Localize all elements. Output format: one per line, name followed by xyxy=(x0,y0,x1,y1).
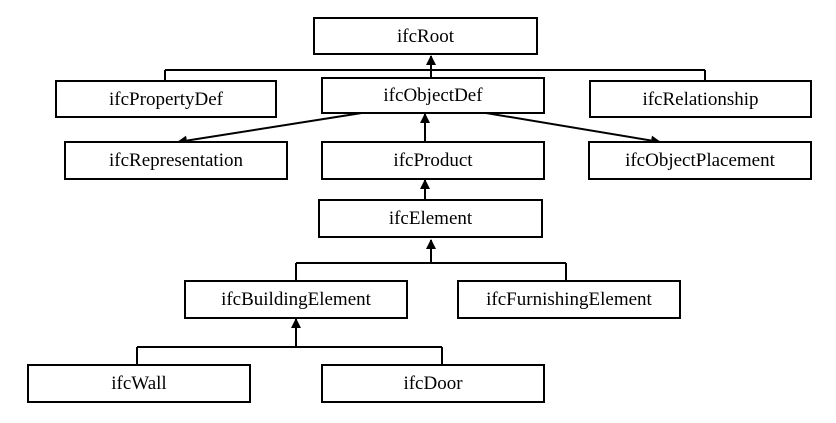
connector-building-element-children xyxy=(136,318,443,364)
node-label: ifcRepresentation xyxy=(108,150,243,171)
node-label: ifcRelationship xyxy=(642,88,759,110)
node-ifc-product: ifcProduct xyxy=(321,141,545,180)
node-ifc-representation: ifcRepresentation xyxy=(64,141,288,180)
node-label: ifcPropertyDef xyxy=(109,88,223,110)
node-label: ifcWall xyxy=(111,373,167,394)
connector-objectdef-associations xyxy=(177,111,661,146)
node-label: ifcDoor xyxy=(403,373,463,394)
node-ifc-wall: ifcWall xyxy=(27,364,251,403)
node-label: ifcProduct xyxy=(393,150,473,171)
node-label: ifcRoot xyxy=(397,25,454,47)
node-label: ifcElement xyxy=(388,208,473,229)
node-ifc-furnishing-element: ifcFurnishingElement xyxy=(457,280,681,319)
node-ifc-object-placement: ifcObjectPlacement xyxy=(588,141,812,180)
node-ifc-root: ifcRoot xyxy=(313,17,538,55)
node-ifc-building-element: ifcBuildingElement xyxy=(184,280,408,319)
connector-root-children xyxy=(164,55,706,82)
node-label: ifcObjectDef xyxy=(383,85,483,106)
node-label: ifcBuildingElement xyxy=(221,289,371,310)
node-ifc-element: ifcElement xyxy=(318,199,543,238)
arrow-to-representation xyxy=(177,111,369,146)
arrow-to-object-placement xyxy=(479,111,661,146)
node-ifc-property-def: ifcPropertyDef xyxy=(55,80,277,118)
node-ifc-relationship: ifcRelationship xyxy=(589,80,812,118)
node-label: ifcObjectPlacement xyxy=(625,150,775,171)
node-ifc-door: ifcDoor xyxy=(321,364,545,403)
connector-element-children xyxy=(295,239,567,280)
node-ifc-object-def: ifcObjectDef xyxy=(321,77,545,114)
node-label: ifcFurnishingElement xyxy=(486,289,652,310)
